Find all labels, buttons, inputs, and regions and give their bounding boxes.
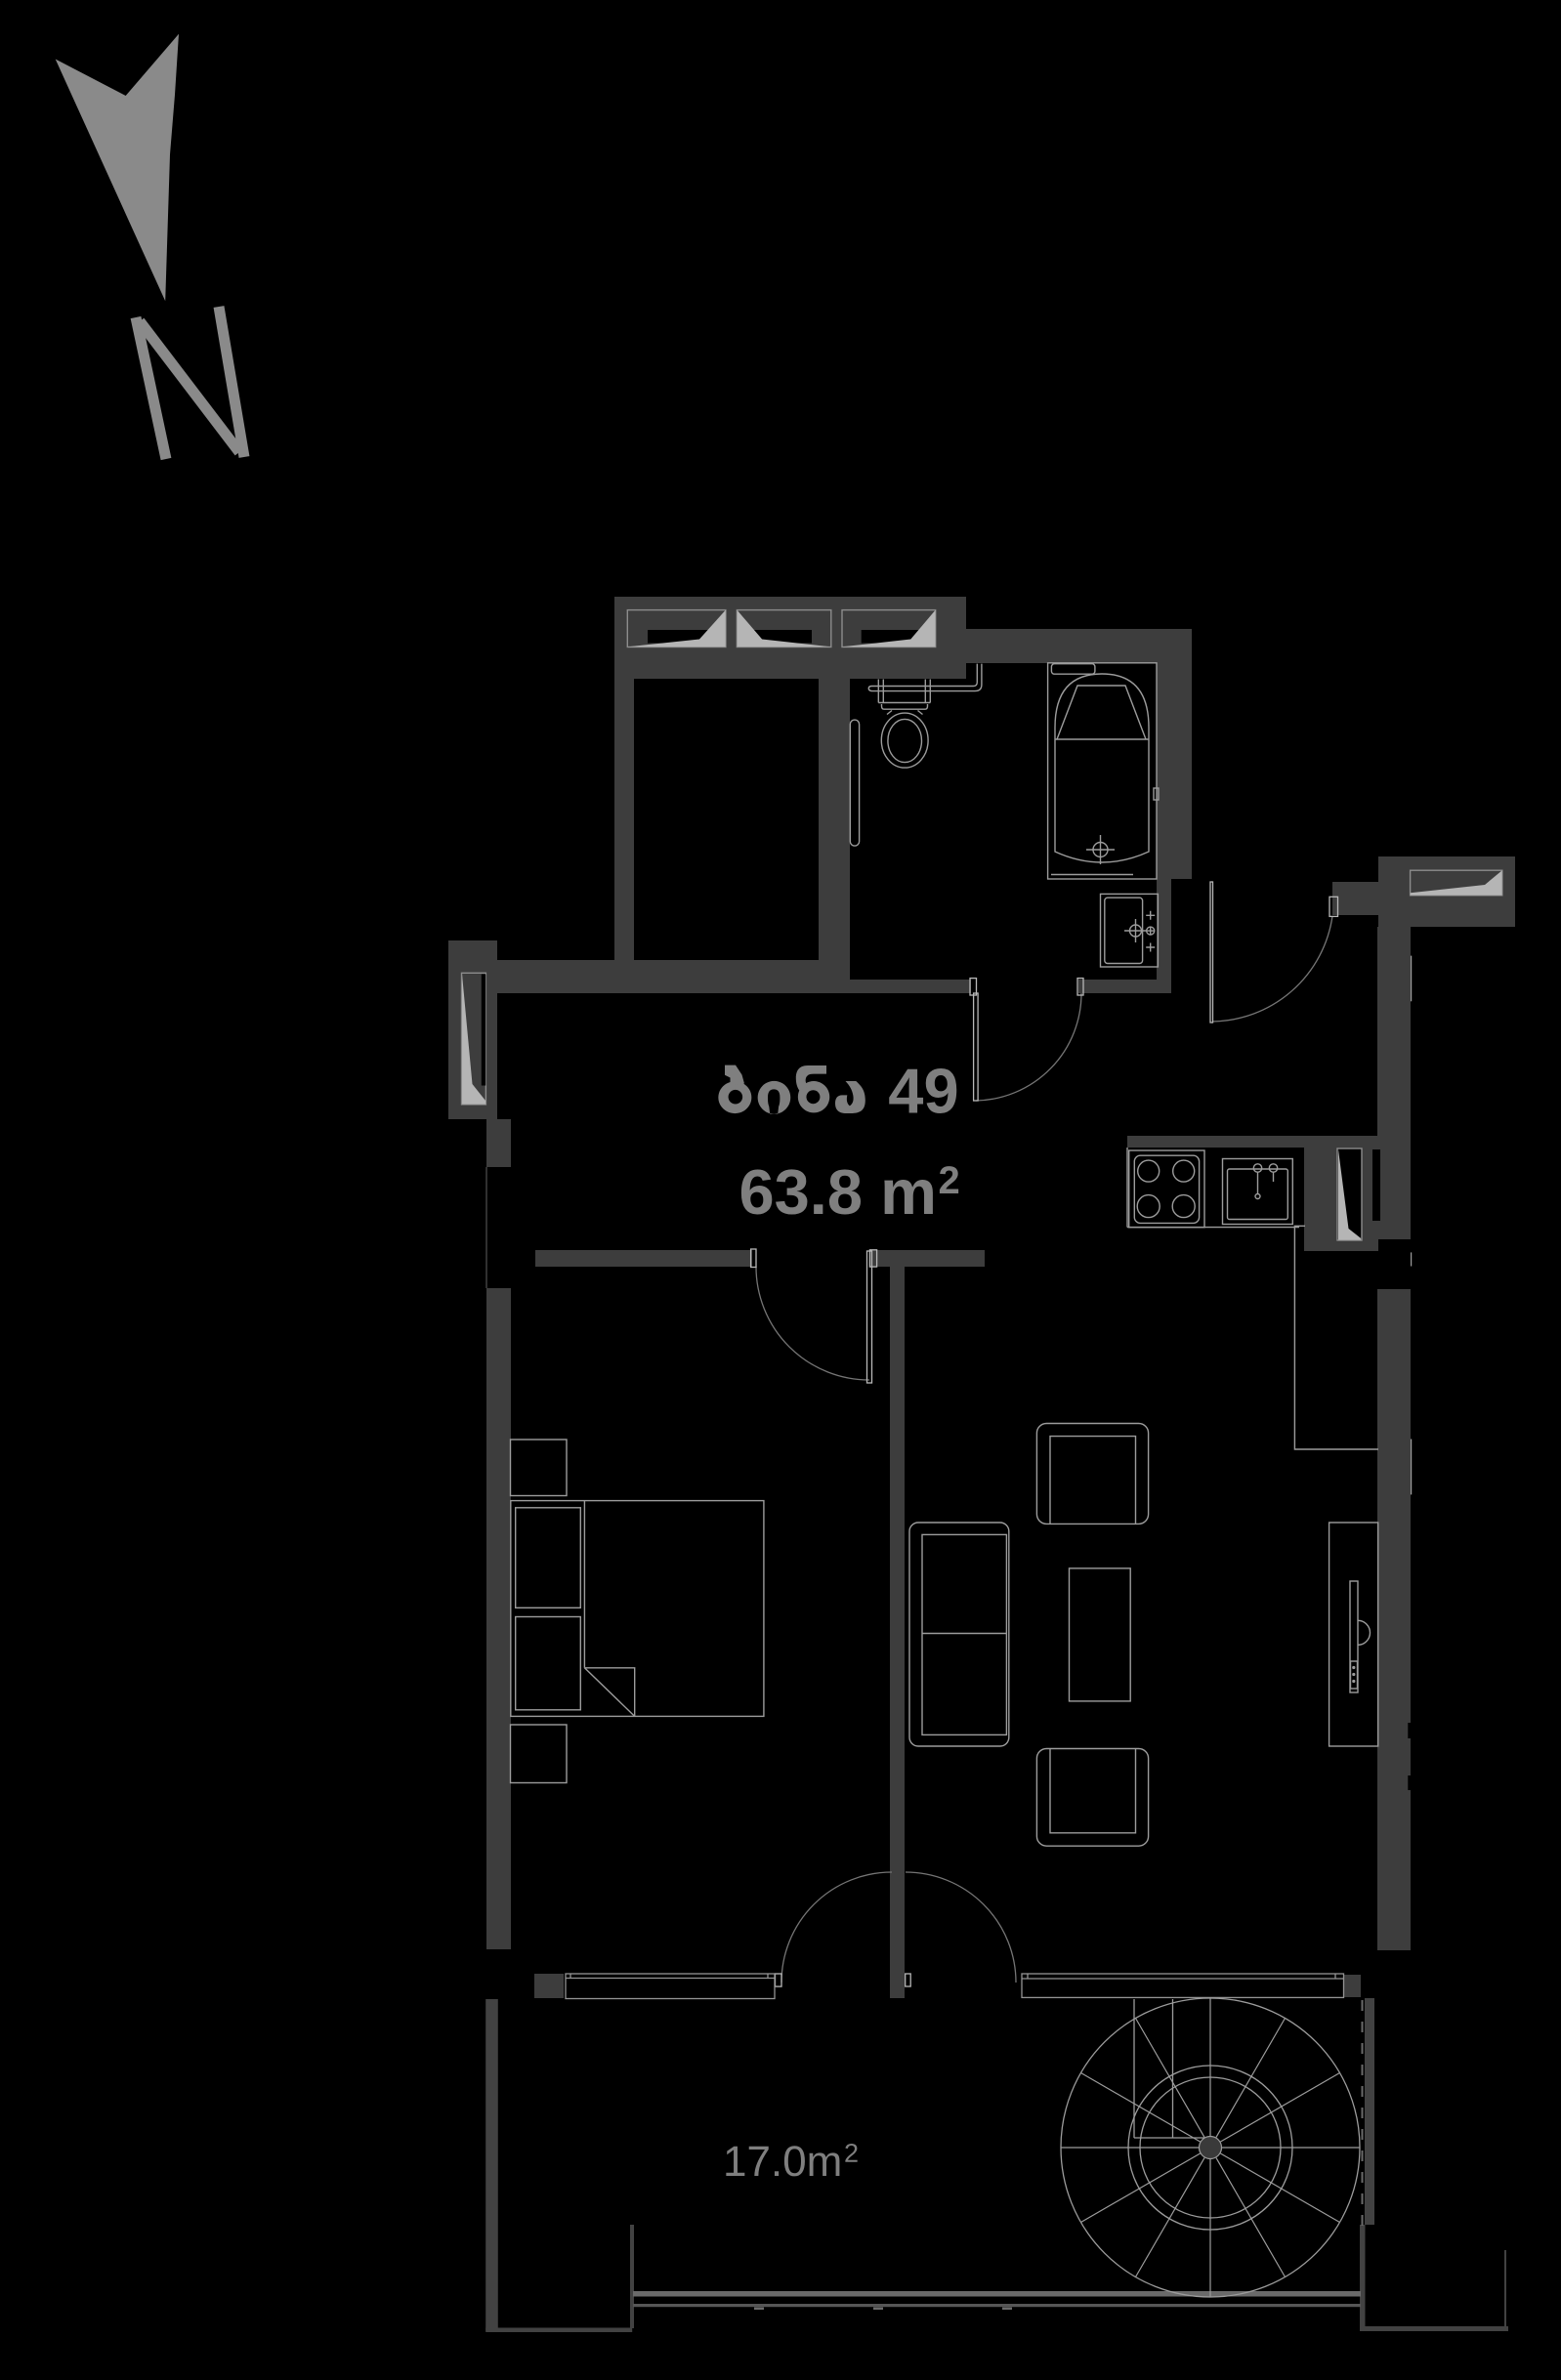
svg-text:49: 49	[888, 1056, 958, 1127]
svg-text:63.8 m: 63.8 m	[739, 1156, 937, 1228]
